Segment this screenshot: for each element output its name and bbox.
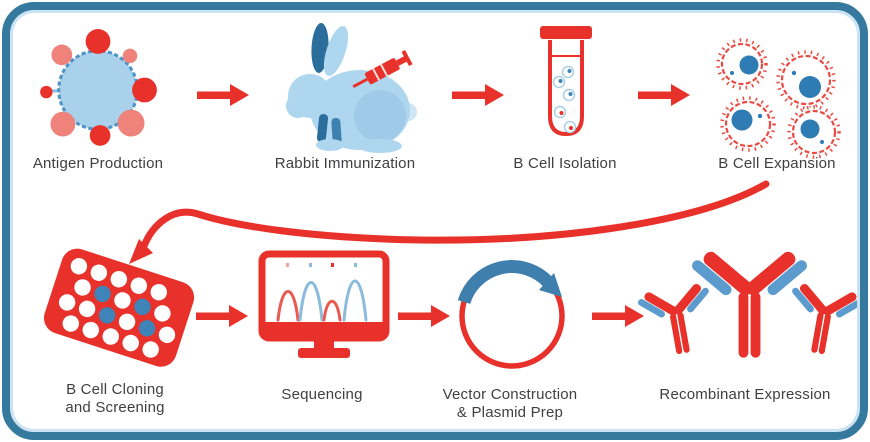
step-label-antigen-production: Antigen Production [32,155,164,172]
step-label-line1: B Cell Cloning [66,381,164,398]
arrow-right-icon [452,84,504,106]
step-label-b-cell-cloning: B Cell Cloning and Screening [25,381,205,417]
microplate-icon [43,248,195,367]
step-label-b-cell-isolation: B Cell Isolation [513,155,617,172]
arrow-right-icon [638,84,690,106]
b-cells-icon [716,38,841,159]
step-label-line2: & Plasmid Prep [456,404,564,421]
syringe-icon [352,50,413,89]
step-label-b-cell-expansion: B Cell Expansion [718,155,836,172]
antibodies-icon [634,246,867,360]
step-label-rabbit-immunization: Rabbit Immunization [274,155,416,172]
arrow-right-icon [196,305,248,327]
step-label-line1: Vector Construction [442,386,578,403]
sequencing-monitor-icon [258,250,390,358]
step-label-vector-construction: Vector Construction & Plasmid Prep [420,386,600,422]
arrow-right-icon [592,305,644,327]
plasmid-icon [457,260,565,369]
rabbit-syringe-icon [286,23,417,153]
antigen-icon [40,29,157,146]
step-label-line2: and Screening [65,399,165,416]
test-tube-icon [540,26,592,136]
step-label-recombinant-expression: Recombinant Expression [659,386,831,403]
arrow-right-icon [398,305,450,327]
arrow-right-icon [197,84,249,106]
step-label-sequencing: Sequencing [281,386,363,403]
